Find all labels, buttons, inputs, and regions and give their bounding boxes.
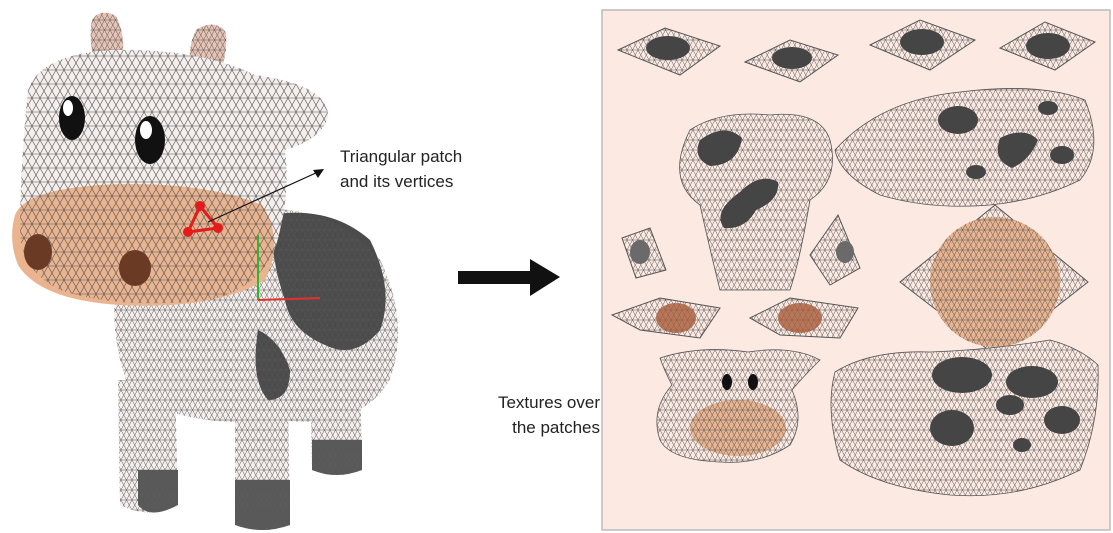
transform-arrow — [458, 259, 560, 296]
cow-mesh-model — [12, 13, 398, 530]
atlas-belly-patch — [831, 340, 1098, 496]
triangular-patch-label: Triangular patch and its vertices — [340, 144, 462, 194]
textures-label: Textures over the patches — [465, 390, 600, 440]
texture-atlas — [602, 10, 1110, 530]
